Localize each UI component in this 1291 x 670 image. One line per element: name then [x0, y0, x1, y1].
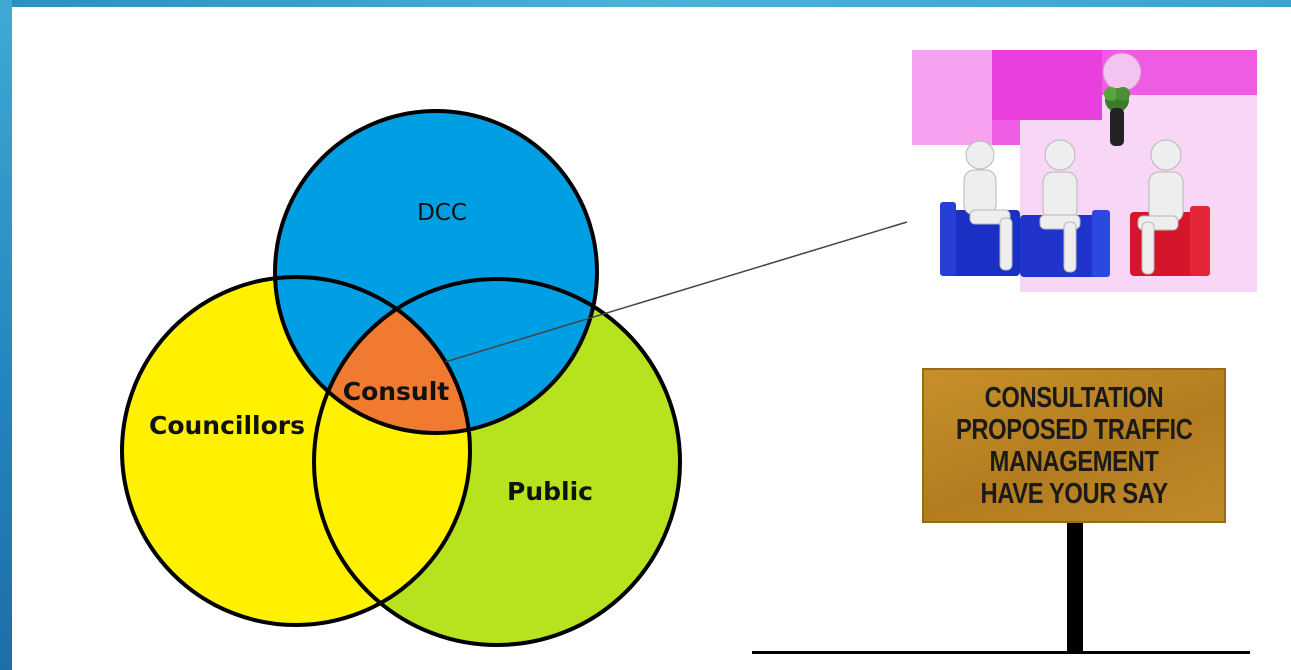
figure-right [1150, 139, 1182, 171]
venn-label-councillors: Councillors [149, 411, 305, 440]
sign-line: CONSULTATION [984, 381, 1164, 414]
venn-outline-public [312, 277, 682, 647]
figure-middle [1044, 139, 1076, 171]
venn-outline-councillors [120, 275, 472, 627]
venn-label-public: Public [507, 477, 593, 506]
meeting-illustration-graphic [912, 50, 1257, 292]
venn-label-consult: Consult [343, 377, 450, 406]
consultation-sign: CONSULTATION PROPOSED TRAFFIC MANAGEMENT… [922, 368, 1226, 523]
slide-left-border [0, 0, 12, 670]
sign-line: PROPOSED TRAFFIC [955, 413, 1193, 446]
venn-outline-dcc [273, 109, 599, 435]
lightbulb-icon [1102, 52, 1142, 146]
ground-line [752, 651, 1250, 654]
callout-connector-line [444, 221, 908, 363]
sign-line: MANAGEMENT [989, 445, 1159, 478]
meeting-illustration [912, 50, 1257, 292]
sign-line: HAVE YOUR SAY [980, 477, 1168, 510]
slide-top-border [0, 0, 1291, 7]
figure-left [965, 140, 995, 170]
sign-post [1067, 523, 1083, 654]
venn-label-dcc: DCC [417, 200, 467, 226]
venn-center-consult [314, 279, 470, 433]
